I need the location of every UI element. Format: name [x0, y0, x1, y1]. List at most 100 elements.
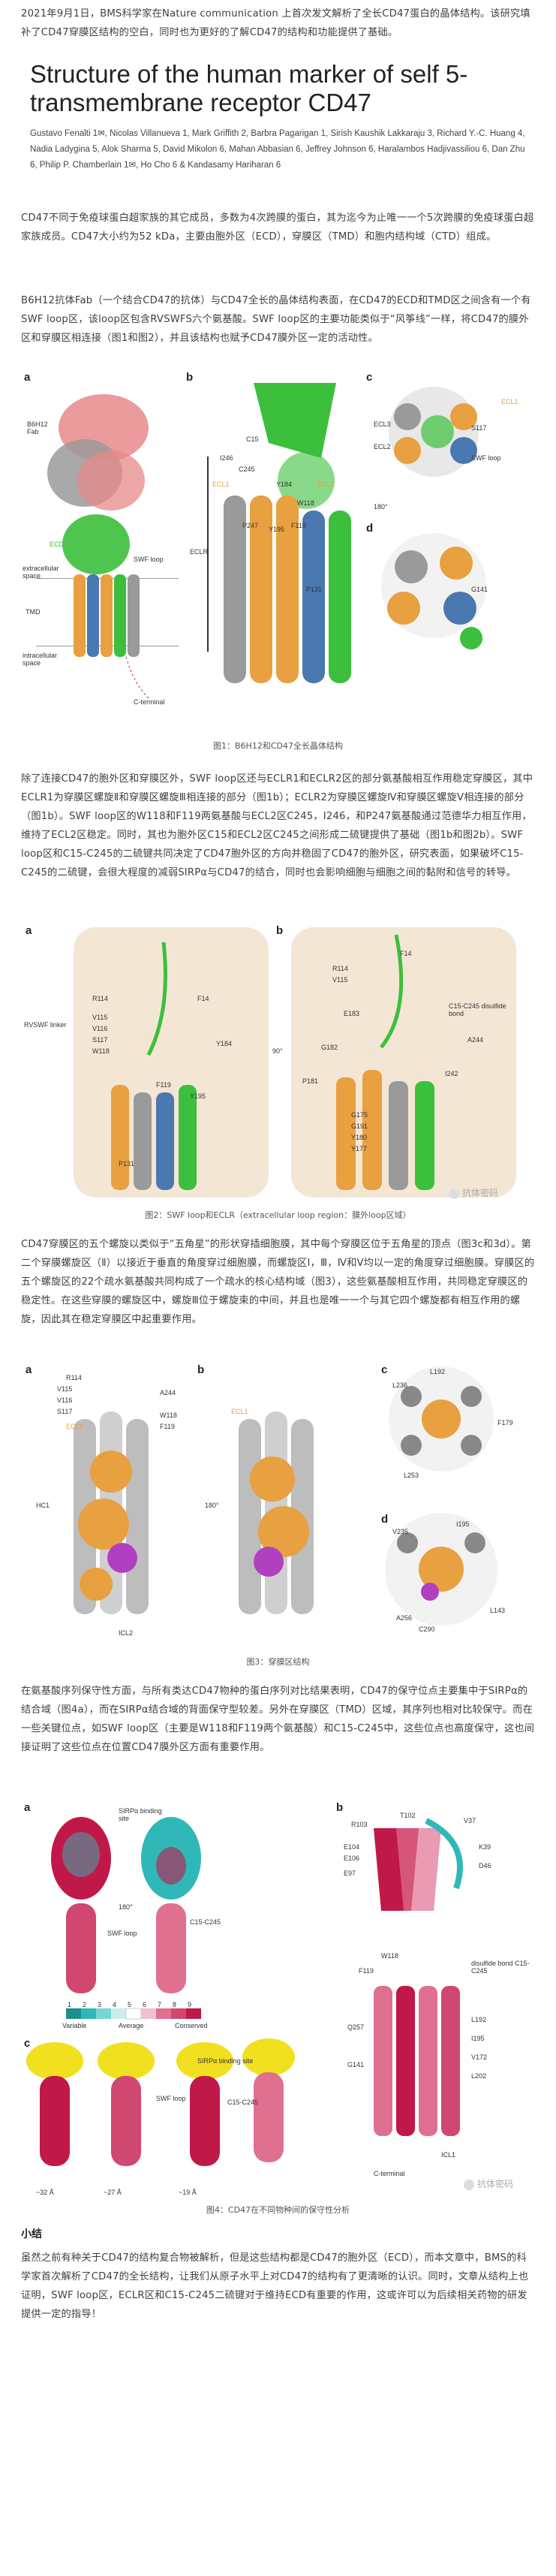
paragraph-3: 除了连接CD47的胞外区和穿膜区外，SWF loop区还与ECLR1和ECLR2…: [21, 773, 533, 878]
paragraph-5: 在氨基酸序列保守性方面，与所有类达CD47物种的蛋白序列对比结果表明，CD47的…: [21, 1686, 535, 1753]
fig4-scale-2: 2: [83, 2001, 87, 2008]
fig4-label-q257: Q257: [347, 2023, 365, 2031]
summary-heading: 小结: [21, 2228, 42, 2240]
fig4-color-scale: [66, 2008, 201, 2020]
watermark-logo-icon: [449, 1188, 459, 1199]
fig4-scale-7: 7: [158, 2001, 162, 2008]
label-w118: W118: [297, 499, 314, 507]
fig2-label-f14b: F14: [400, 950, 412, 957]
label-ecl1: ECL1: [212, 481, 230, 488]
paragraph-1: CD47不同于免疫球蛋白超家族的其它成员，多数为4次跨膜的蛋白，其为迄今为止唯一…: [21, 212, 534, 243]
fig2-label-g175: G175: [351, 1111, 368, 1119]
fig4-scale-1: 1: [68, 2001, 72, 2008]
fig3-label-c: c: [381, 1363, 388, 1376]
fig4-label-l202: L202: [471, 2072, 487, 2080]
fig4-label-c15c245: C15-C245: [190, 1918, 221, 1926]
fig3-label-icl2: ICL2: [119, 1629, 134, 1637]
label-s117: S117: [471, 424, 487, 432]
label-swf-c: SWF loop: [471, 454, 501, 462]
fig2-label-y184: Y184: [216, 1040, 233, 1047]
panel-c-structure: [389, 387, 479, 477]
fig2-label-rot: 90°: [272, 1047, 283, 1055]
label-c245: C245: [239, 465, 255, 473]
fig3-panel-a: [74, 1412, 149, 1614]
label-eclr: ECLR: [190, 548, 209, 556]
fig4-label-sirpa-c: SIRPα binding site: [197, 2057, 254, 2065]
fig4-label-cterm: C-terminal: [374, 2170, 405, 2177]
fig2-label-e183: E183: [344, 1010, 360, 1017]
figure-1-caption: 图1：B6H12和CD47全长晶体结构: [213, 741, 343, 751]
fig3-label-v235: V235: [392, 1528, 409, 1535]
fig4-label-i195: I195: [471, 2035, 485, 2042]
fig4-label-t102: T102: [400, 1812, 416, 1819]
label-intracellular: intracellular space: [23, 652, 58, 667]
figure-3: a b c d HC1 ICL2 180° R114 V115 V116 S11…: [21, 1359, 535, 1671]
paragraph-2: B6H12抗体Fab（一个结合CD47的抗体）与CD47全长的晶体结构表面，在C…: [21, 295, 531, 344]
fig2-label-g182: G182: [321, 1044, 338, 1051]
fig3-label-f119: F119: [160, 1423, 175, 1430]
fig3-label-s117: S117: [57, 1408, 73, 1415]
fig3-label-ecl2: ECL2: [66, 1423, 83, 1430]
label-p247: P247: [242, 522, 259, 529]
figure-4-illustration: [26, 1817, 463, 2166]
label-g141: G141: [471, 586, 488, 593]
fab-structure: [47, 394, 149, 511]
label-ecl2-c: ECL2: [374, 443, 391, 450]
fig3-label-v115: V115: [57, 1385, 73, 1393]
intro-paragraph: 2021年9月1日，BMS科学家在Nature communication 上首…: [21, 8, 530, 38]
fig3-label-r114: R114: [66, 1374, 82, 1381]
fig4-label-m27: ~27 Å: [104, 2189, 122, 2196]
fig3-label-w118: W118: [160, 1412, 177, 1419]
label-f119: F119: [291, 522, 306, 529]
fig4-label-r103: R103: [351, 1821, 368, 1828]
fig3-label-l253: L253: [404, 1472, 419, 1479]
label-rot: 180°: [374, 503, 388, 511]
ecd-structure: [62, 514, 130, 574]
fig2-label-b: b: [276, 924, 284, 937]
fig2-label-disulfide: C15-C245 disulfide bond: [449, 1002, 506, 1017]
fig4-scale-8: 8: [173, 2001, 177, 2008]
fig2-label-a: a: [26, 924, 32, 937]
label-c15: C15: [246, 435, 259, 443]
fig4-label-swf-c: SWF loop: [156, 2095, 186, 2102]
fig4-scale-3: 3: [98, 2001, 102, 2008]
label-tmd: TMD: [26, 608, 41, 616]
fig4-label-icl1: ICL1: [441, 2151, 456, 2159]
fig4-label-a: a: [24, 1801, 31, 1814]
fig2-label-p181: P181: [302, 1077, 319, 1085]
fig3-label-l192: L192: [430, 1368, 446, 1375]
fig4-scale-4: 4: [113, 2001, 117, 2008]
fig3-panel-b: [239, 1412, 314, 1614]
fig4-label-variable: Variable: [62, 2022, 87, 2029]
fig4-panel-c: [26, 2038, 295, 2166]
paper-authors: Gustavo Fenalti 1✉, Nicolas Villanueva 1…: [30, 129, 525, 170]
fig3-label-rot: 180°: [205, 1502, 219, 1509]
fig2-label-linker: RVSWF linker: [24, 1021, 67, 1029]
fig4-label-g141: G141: [347, 2061, 365, 2068]
figure-2: a b RVSWF linker R114 V115 V116 S117 W11…: [21, 920, 535, 1224]
tmd-helices: [74, 574, 140, 657]
fig4-label-l192: L192: [471, 2016, 487, 2023]
fig3-label-a256: A256: [396, 1614, 413, 1622]
fig3-label-l143: L143: [490, 1607, 506, 1614]
fig2-label-f14: F14: [197, 995, 209, 1002]
label-p131: P131: [306, 586, 323, 593]
fig3-label-a244: A244: [160, 1389, 176, 1396]
fig4-label-average: Average: [119, 2022, 144, 2029]
fig2-panel-a-helices: [111, 942, 197, 1190]
fig4-label-c15c245-c: C15-C245: [227, 2098, 259, 2106]
fig4-label-e106: E106: [344, 1854, 360, 1862]
fig2-label-a244: A244: [467, 1036, 484, 1044]
figure-2-caption: 图2：SWF loop和ECLR（extracellular loop regi…: [145, 1210, 411, 1220]
label-cterminal: C-terminal: [134, 698, 165, 706]
fig4-label-c: c: [24, 2037, 31, 2050]
fig3-label-l236: L236: [392, 1381, 408, 1389]
fig2-label-f119: F119: [156, 1081, 171, 1089]
fig4-label-sirpa: SIRPα binding site: [119, 1807, 162, 1822]
fig4-label-v37: V37: [464, 1817, 476, 1824]
fig2-label-y180: Y180: [351, 1134, 368, 1141]
paragraph-4: CD47穿膜区的五个螺旋以类似于“五角星”的形状穿插细胞膜，其中每个穿膜区位于五…: [21, 1239, 535, 1325]
fig3-label-ecl1: ECL1: [231, 1408, 248, 1415]
fig4-label-m32: ~32 Å: [36, 2189, 54, 2196]
fig4-label-f119: F119: [359, 1967, 374, 1975]
